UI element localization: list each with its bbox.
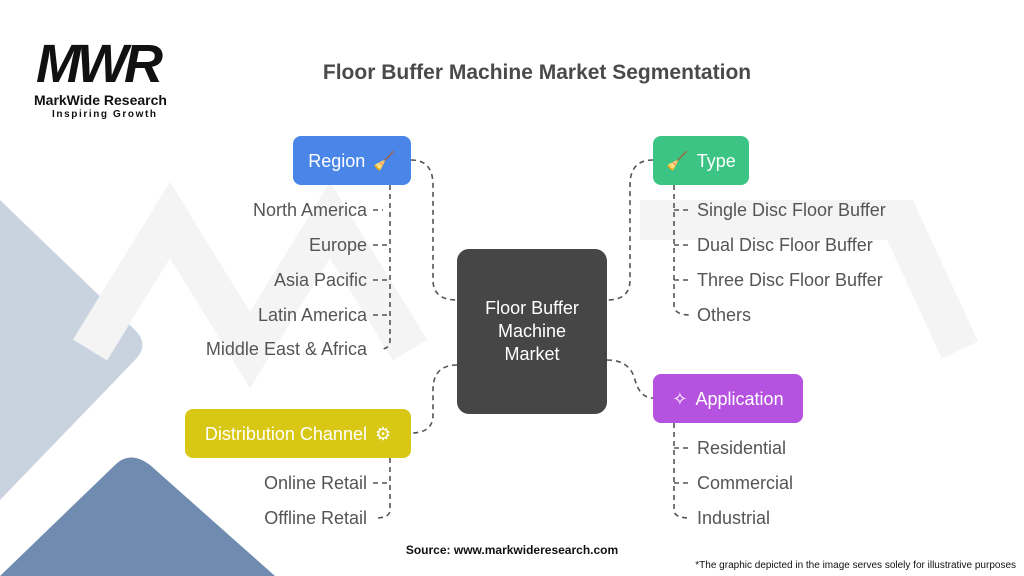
watermark-shape — [72, 181, 428, 389]
list-item: Dual Disc Floor Buffer — [697, 235, 873, 255]
disclaimer-note: *The graphic depicted in the image serve… — [695, 560, 1016, 571]
list-item: North America — [252, 200, 367, 220]
list-item: Commercial — [697, 473, 794, 493]
page-title: Floor Buffer Machine Market Segmentation — [322, 61, 752, 84]
broom-sweep-icon: 🧹 — [373, 150, 396, 171]
list-item: Asia Pacific — [273, 270, 367, 290]
center-node: Floor Buffer Machine Market — [457, 249, 607, 414]
logo-name: MarkWide Research — [34, 92, 167, 108]
list-item: Latin America — [257, 305, 367, 325]
logo-tagline: Inspiring Growth — [52, 109, 158, 120]
list-item: Industrial — [697, 508, 771, 528]
list-item: Europe — [308, 235, 367, 255]
category-distribution: Distribution Channel ⚙ — [185, 409, 411, 458]
cleaning-tools-icon: ✧ — [672, 388, 688, 409]
category-type: 🧹 Type — [653, 136, 749, 185]
logo-mark: MWR — [36, 34, 163, 94]
list-item: Others — [697, 305, 752, 325]
list-item: Offline Retail — [264, 508, 367, 528]
category-application: ✧ Application — [653, 374, 803, 423]
list-item: Residential — [697, 438, 787, 458]
watermark-shape — [640, 200, 979, 359]
vacuum-icon: ⚙ — [374, 423, 392, 444]
list-item: Online Retail — [263, 473, 367, 493]
category-label: Region — [308, 150, 366, 171]
list-item: Three Disc Floor Buffer — [697, 270, 883, 290]
category-label: Application — [695, 388, 784, 409]
broom-icon: 🧹 — [666, 150, 689, 171]
source-text: Source: www.markwideresearch.com — [405, 543, 619, 557]
category-label: Distribution Channel — [204, 423, 367, 444]
list-item: Single Disc Floor Buffer — [697, 200, 886, 220]
list-item: Middle East & Africa — [205, 339, 367, 359]
category-label: Type — [696, 150, 736, 171]
category-region: Region 🧹 — [293, 136, 411, 185]
